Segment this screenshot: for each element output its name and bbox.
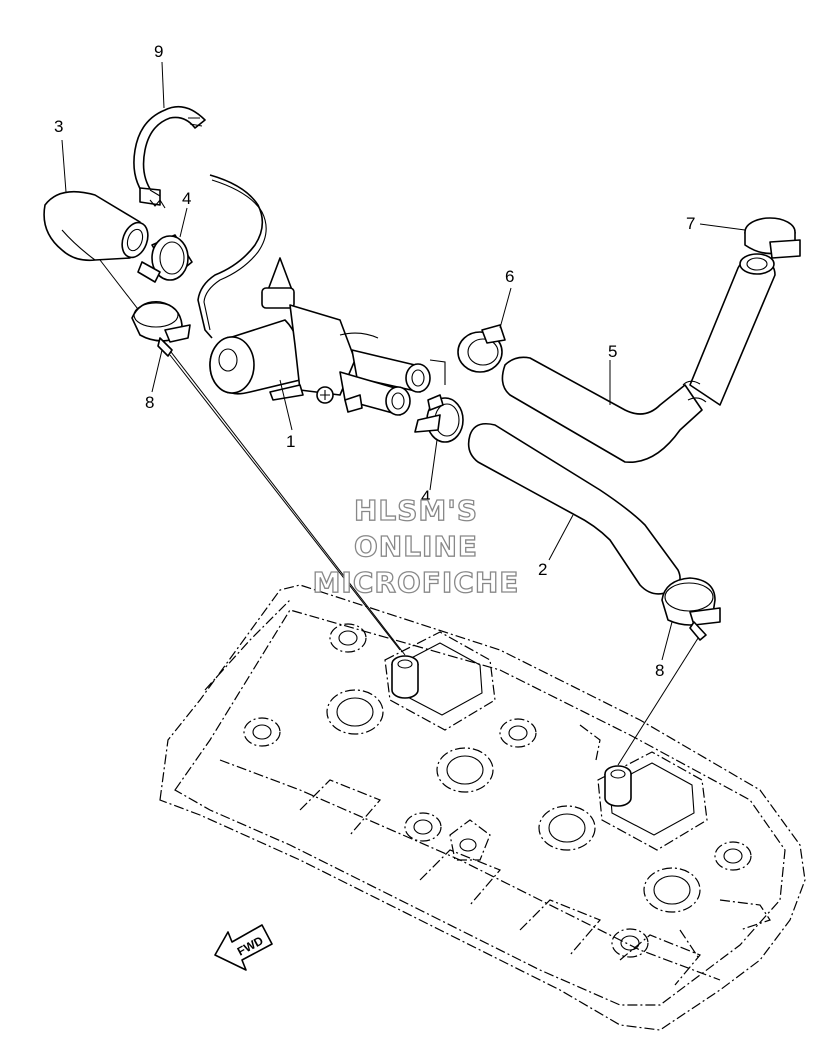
part-9-band-clamp (133, 105, 206, 209)
part-5-hose (501, 253, 776, 463)
callout-leaders (61, 61, 746, 661)
reed-valve-cover-left (384, 631, 496, 731)
fwd-arrow-icon: FWD (214, 924, 273, 971)
callout-7: 7 (686, 214, 695, 233)
watermark-line-1: HLSM'S (354, 494, 478, 527)
part-1-air-cut-valve (209, 257, 446, 416)
part-8-clamp-right (661, 577, 721, 641)
callout-8-right: 8 (655, 661, 664, 680)
wire-harness (197, 174, 267, 339)
reed-valve-cover-right (597, 751, 708, 851)
cover-bolt-bosses (243, 623, 752, 958)
callout-9: 9 (154, 42, 163, 61)
part-7-clamp (744, 217, 801, 259)
callout-4-lower: 4 (421, 487, 430, 506)
part-8-clamp-left (131, 301, 191, 357)
callout-1: 1 (286, 432, 295, 451)
callout-4-upper: 4 (182, 189, 191, 208)
callout-6: 6 (505, 267, 514, 286)
cylinder-head-cover (159, 584, 806, 1031)
part-4-clamp-upper (137, 234, 193, 283)
part-6-clamp (457, 324, 506, 373)
part-4-clamp-lower (414, 394, 464, 443)
callout-2: 2 (538, 560, 547, 579)
part-3-elbow-hose (43, 190, 149, 262)
spark-plug-holes (326, 689, 701, 913)
watermark-line-2: ONLINE (354, 530, 478, 563)
callout-8-left: 8 (145, 393, 154, 412)
callout-3: 3 (54, 117, 63, 136)
watermark-line-3: MICROFICHE (313, 566, 520, 599)
callout-5: 5 (608, 342, 617, 361)
watermark: HLSM'S ONLINE MICROFICHE (312, 493, 520, 599)
